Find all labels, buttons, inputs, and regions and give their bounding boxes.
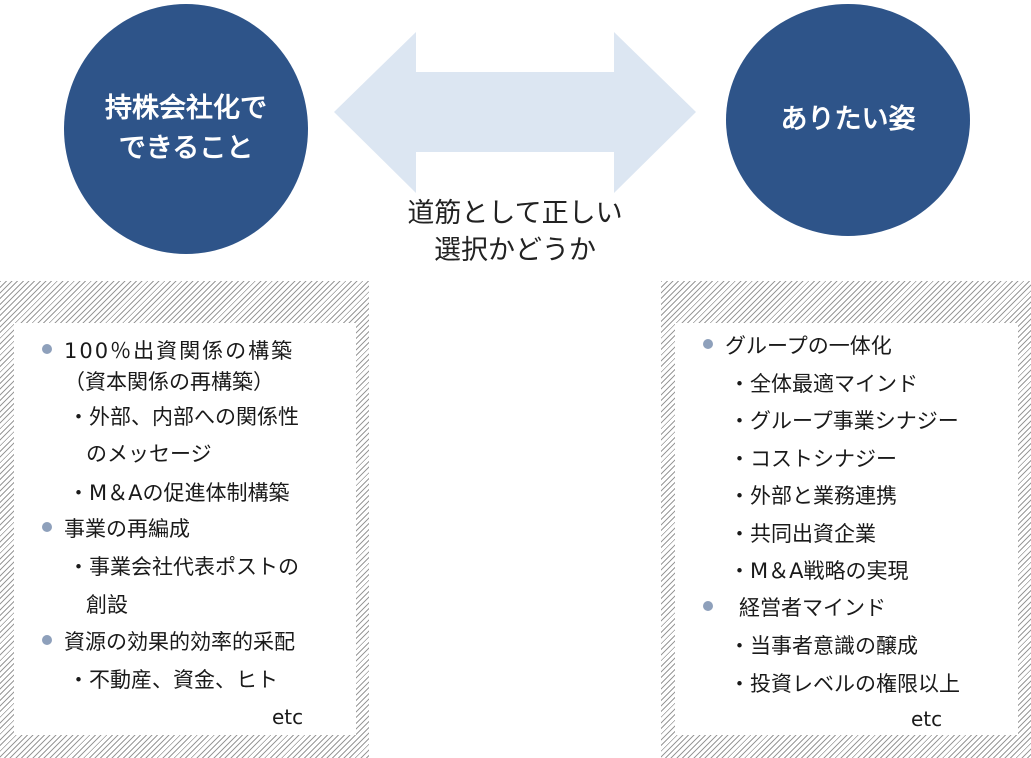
- arrow-caption: 道筋として正しい 選択かどうか: [380, 195, 650, 269]
- bullet-dot: [703, 339, 713, 349]
- right-item-7: 経営者マインド: [739, 596, 886, 620]
- left-panel: 100％出資関係の構築 （資本関係の再構築） ・外部、内部への関係性 のメッセー…: [14, 323, 356, 735]
- right-item-9: ・投資レベルの権限以上: [729, 672, 960, 696]
- left-etc: etc: [272, 705, 304, 729]
- right-item-5: ・共同出資企業: [729, 522, 876, 546]
- right-circle-label: ありたい姿: [780, 104, 916, 135]
- left-item-9: ・不動産、資金、ヒト: [68, 668, 278, 692]
- bullet-dot: [42, 344, 52, 354]
- right-item-8: ・当事者意識の醸成: [729, 634, 918, 658]
- left-item-1: （資本関係の再構築）: [64, 370, 274, 394]
- left-item-0: 100％出資関係の構築: [64, 339, 295, 363]
- left-item-7: 創設: [86, 593, 128, 617]
- bullet-dot: [42, 635, 52, 645]
- left-circle: 持株会社化で できること: [64, 4, 308, 254]
- right-circle: ありたい姿: [726, 4, 970, 236]
- right-item-3: ・コストシナジー: [729, 447, 897, 471]
- left-item-2: ・外部、内部への関係性: [68, 405, 299, 429]
- left-circle-line1: 持株会社化で: [105, 93, 267, 124]
- right-item-2: ・グループ事業シナジー: [729, 409, 959, 433]
- caption-line2: 選択かどうか: [434, 235, 596, 266]
- right-item-4: ・外部と業務連携: [729, 484, 897, 508]
- left-item-4: ・M＆Aの促進体制構築: [68, 481, 290, 505]
- left-item-5: 事業の再編成: [64, 517, 190, 541]
- right-panel: グループの一体化 ・全体最適マインド ・グループ事業シナジー ・コストシナジー …: [675, 323, 1018, 735]
- double-arrow: [334, 32, 696, 193]
- double-arrow-shape: [334, 32, 696, 193]
- caption-line1: 道筋として正しい: [407, 198, 623, 229]
- left-circle-line2: できること: [118, 133, 254, 164]
- right-item-1: ・全体最適マインド: [729, 372, 918, 396]
- left-item-8: 資源の効果的効率的采配: [64, 630, 295, 654]
- left-item-3: のメッセージ: [86, 442, 212, 466]
- right-item-6: ・M＆A戦略の実現: [729, 559, 909, 583]
- bullet-dot: [42, 522, 52, 532]
- right-item-0: グループの一体化: [725, 334, 892, 358]
- left-item-6: ・事業会社代表ポストの: [68, 555, 299, 579]
- bullet-dot: [703, 601, 713, 611]
- right-etc: etc: [911, 707, 943, 731]
